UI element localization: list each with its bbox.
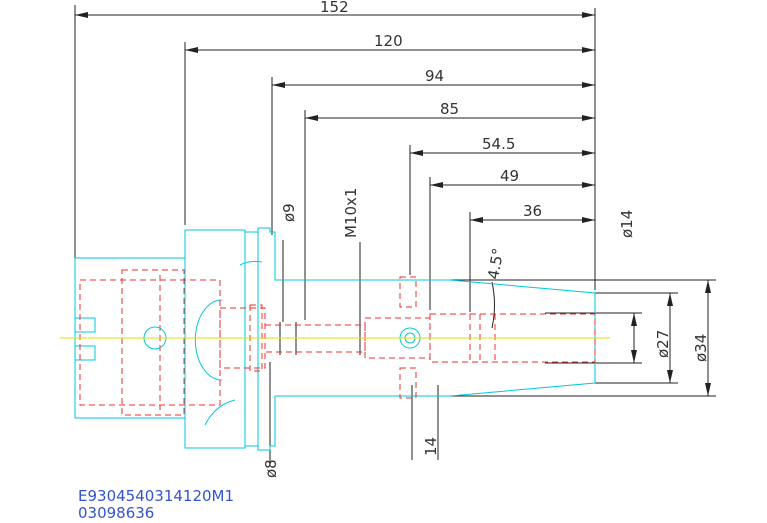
dim-14: 14 (422, 437, 440, 456)
dim-36: 36 (523, 202, 542, 220)
dim-dia27: ø27 (654, 330, 672, 358)
dim-49: 49 (500, 167, 519, 185)
hidden-features (79, 269, 596, 416)
dim-dia8: ø8 (262, 459, 280, 478)
dim-dia9: ø9 (280, 203, 298, 222)
dim-85: 85 (440, 100, 459, 118)
dim-m10x1: M10x1 (342, 188, 360, 238)
dim-152: 152 (320, 0, 349, 16)
dim-54-5: 54.5 (482, 135, 515, 153)
part-code-line2: 03098636 (78, 504, 155, 522)
dim-94: 94 (425, 67, 444, 85)
part-code-line1: E9304540314120M1 (78, 487, 235, 505)
dim-120: 120 (374, 32, 403, 50)
holder-body (74, 227, 596, 451)
dim-angle: 4.5° (484, 247, 507, 281)
dim-dia34: ø34 (692, 334, 710, 362)
dimension-lines (74, 5, 596, 320)
part-code: E9304540314120M1 03098636 (78, 488, 234, 522)
dim-dia14: ø14 (618, 210, 636, 238)
